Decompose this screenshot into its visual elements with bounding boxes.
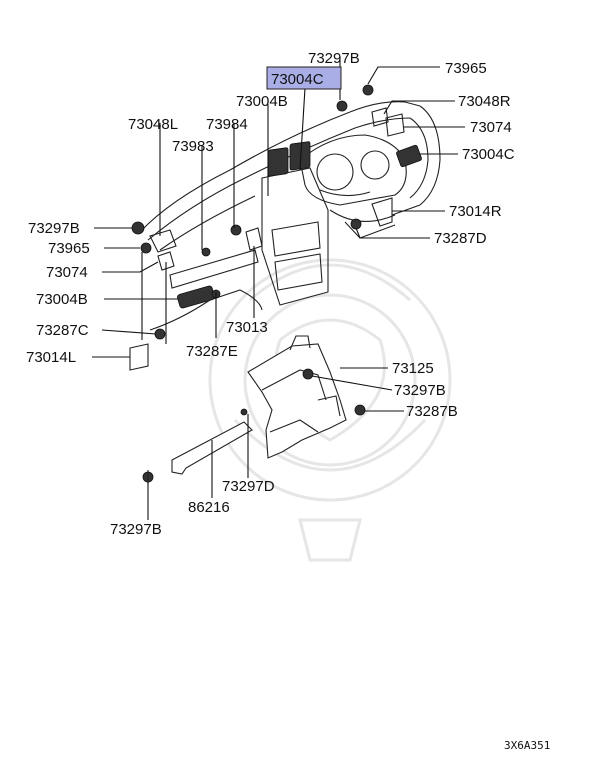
label-73074-right: 73074 xyxy=(470,119,512,136)
highlight-box xyxy=(266,66,342,90)
label-73287d: 73287D xyxy=(434,230,487,247)
label-73965-left: 73965 xyxy=(48,240,90,257)
label-73297b-bottom: 73297B xyxy=(110,521,162,538)
label-73287b: 73287B xyxy=(406,403,458,420)
label-73048l: 73048L xyxy=(128,116,178,133)
lower-bracket-drawing xyxy=(142,335,366,484)
label-73125: 73125 xyxy=(392,360,434,377)
label-73983: 73983 xyxy=(172,138,214,155)
label-73074-left: 73074 xyxy=(46,264,88,281)
leader-lines xyxy=(92,60,465,520)
label-73014r: 73014R xyxy=(449,203,502,220)
label-73965-right: 73965 xyxy=(445,60,487,77)
label-73013: 73013 xyxy=(226,319,268,336)
label-73297b-top: 73297B xyxy=(308,50,360,67)
label-73004c-highlighted: 73004C xyxy=(271,71,324,88)
label-73984: 73984 xyxy=(206,116,248,133)
label-73048r: 73048R xyxy=(458,93,511,110)
label-73287c: 73287C xyxy=(36,322,89,339)
diagram-code: 3X6A351 xyxy=(504,739,550,752)
label-73004b-left: 73004B xyxy=(36,291,88,308)
label-73297d: 73297D xyxy=(222,478,275,495)
label-73297b-left: 73297B xyxy=(28,220,80,237)
instrument-panel-drawing xyxy=(129,84,441,371)
label-73287e: 73287E xyxy=(186,343,238,360)
label-73004b-top: 73004B xyxy=(236,93,288,110)
label-73297b-mid: 73297B xyxy=(394,382,446,399)
label-86216: 86216 xyxy=(188,499,230,516)
part-labels: 73297B 73004C 73965 73004B 73048R 73048L… xyxy=(26,50,515,538)
label-73014l: 73014L xyxy=(26,349,76,366)
label-73004c-right: 73004C xyxy=(462,146,515,163)
